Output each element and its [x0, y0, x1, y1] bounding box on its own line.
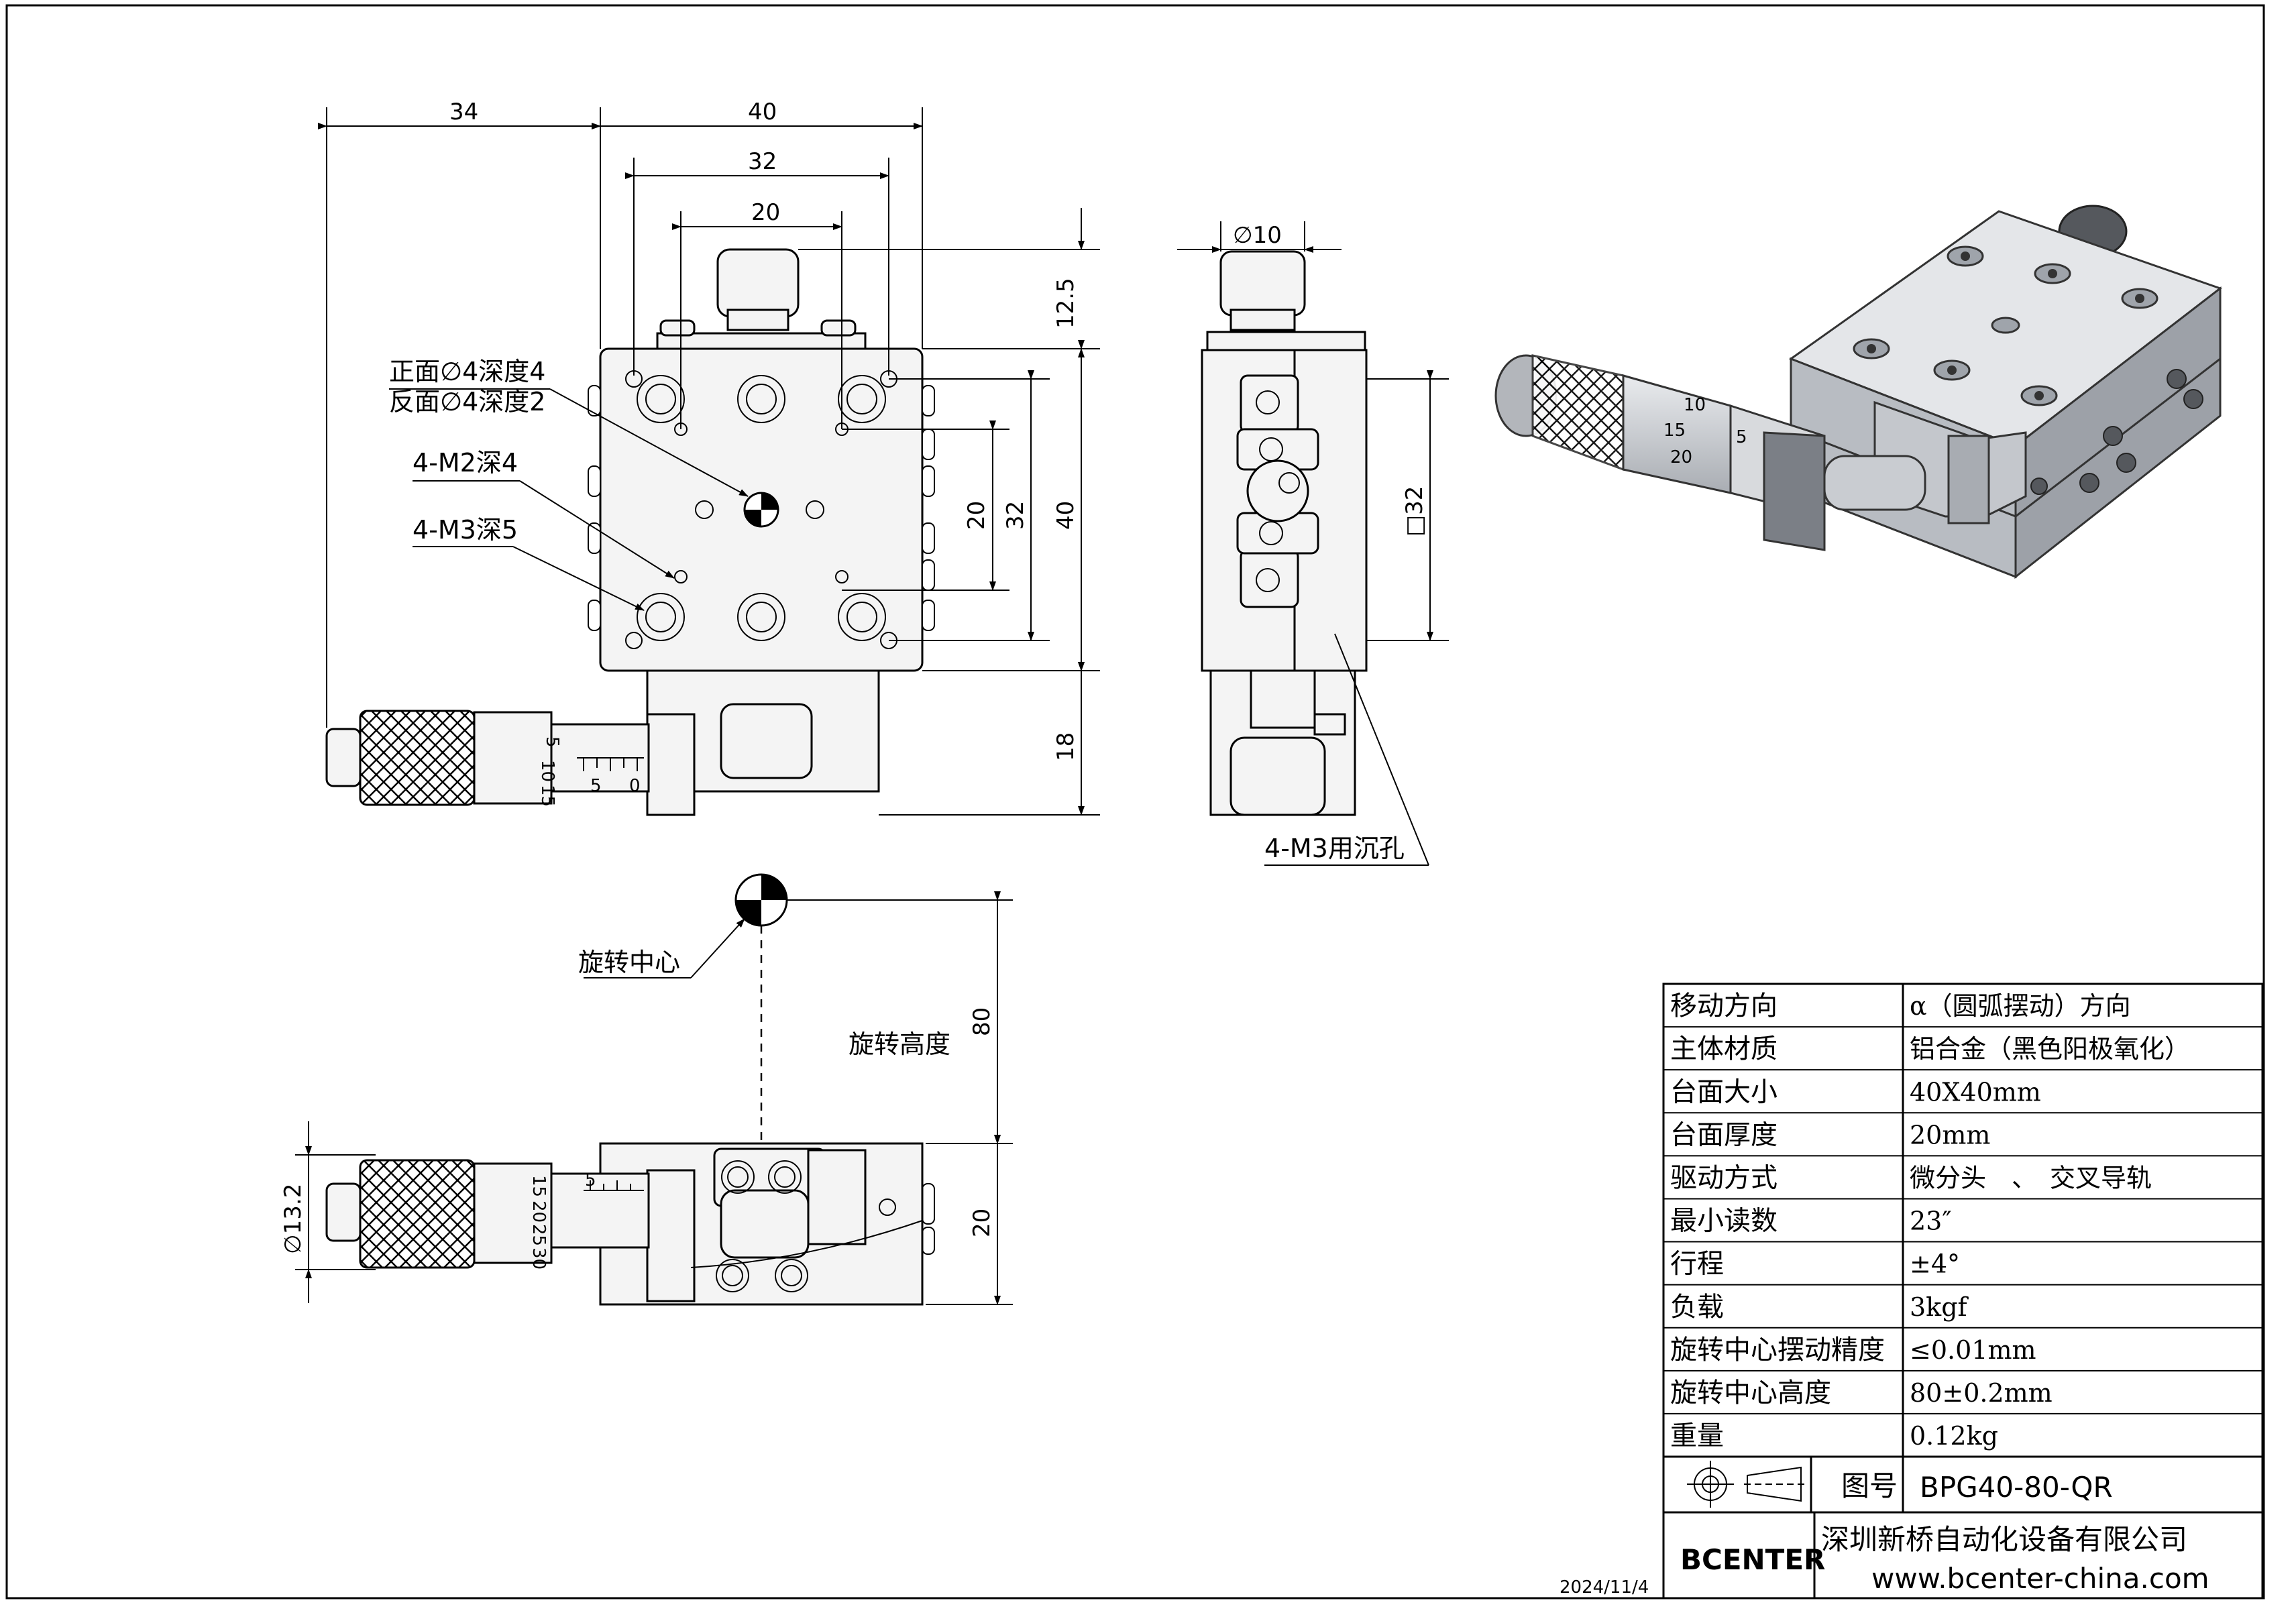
projection-symbol — [1687, 1461, 1804, 1508]
dim-18: 18 — [1052, 732, 1079, 761]
spec-value-7: 3kgf — [1910, 1292, 1969, 1322]
spec-label-10: 重量 — [1670, 1420, 1724, 1451]
front-micrometer-scale-2: 15 — [537, 785, 557, 807]
spec-label-6: 行程 — [1670, 1249, 1724, 1280]
bottom-micrometer-scale-0: 15 — [529, 1175, 549, 1197]
note-counterbore: 4-M3用沉孔 — [1264, 834, 1405, 863]
note-hole-front: 正面∅4深度4 — [389, 357, 545, 386]
micrometer-knurl — [359, 710, 476, 806]
dim-20-right: 20 — [963, 501, 990, 530]
note-m3: 4-M3深5 — [413, 515, 518, 545]
bottom-micrometer-scale-1: 20 — [529, 1200, 549, 1223]
spec-value-8: ≤0.01mm — [1910, 1335, 2036, 1365]
front-view: 5 10 15 5 0 34 40 32 20 — [318, 99, 1100, 816]
dim-dia13-2: ∅13.2 — [280, 1184, 307, 1254]
iso-micrometer-scale-3: 20 — [1670, 447, 1692, 467]
top-knob — [716, 248, 800, 318]
dim-80: 80 — [969, 1007, 995, 1036]
spec-label-2: 台面大小 — [1670, 1076, 1778, 1107]
company-website: www.bcenter-china.com — [1871, 1562, 2209, 1595]
dim-20-top: 20 — [751, 199, 780, 226]
iso-render: 10 5 15 20 — [1494, 205, 2223, 579]
bottom-micrometer-scale-2: 25 — [529, 1224, 549, 1246]
spec-value-1: 铝合金（黑色阳极氧化） — [1910, 1034, 2190, 1064]
dim-square32: □32 — [1401, 486, 1428, 537]
spec-label-4: 驱动方式 — [1670, 1163, 1778, 1194]
brand-name: BCENTER — [1680, 1543, 1825, 1576]
center-mark-front — [743, 492, 779, 528]
spec-label-7: 负载 — [1670, 1292, 1724, 1323]
spec-label-9: 旋转中心高度 — [1670, 1378, 1831, 1408]
note-hole-back: 反面∅4深度2 — [389, 387, 545, 416]
spec-label-0: 移动方向 — [1670, 991, 1778, 1021]
spec-value-0: α（圆弧摆动）方向 — [1910, 991, 2131, 1021]
spec-value-3: 20mm — [1910, 1120, 1990, 1150]
label-rotation-height: 旋转高度 — [849, 1029, 950, 1059]
micrometer-end-cap — [325, 728, 362, 787]
dim-20-bottom: 20 — [969, 1209, 995, 1237]
spec-value-9: 80±0.2mm — [1910, 1378, 2053, 1408]
spec-value-4: 微分头 、 交叉导轨 — [1910, 1164, 2152, 1193]
front-micrometer-scale-0: 5 — [542, 736, 562, 748]
spec-label-8: 旋转中心摆动精度 — [1670, 1335, 1885, 1365]
dim-32-right: 32 — [1002, 501, 1029, 530]
bottom-micrometer-scale-3: 30 — [529, 1247, 549, 1270]
front-micrometer-scale-1: 10 — [537, 760, 557, 782]
spec-value-2: 40X40mm — [1910, 1077, 2041, 1107]
spec-label-1: 主体材质 — [1670, 1033, 1778, 1064]
note-m2: 4-M2深4 — [413, 448, 518, 478]
iso-micrometer-scale-2: 15 — [1663, 421, 1686, 441]
dim-34: 34 — [449, 99, 478, 125]
spec-value-5: 23″ — [1910, 1207, 1952, 1236]
drawing-no-label: 图号 — [1841, 1469, 1898, 1502]
bottom-micrometer-knurl — [359, 1159, 476, 1269]
company-name: 深圳新桥自动化设备有限公司 — [1821, 1523, 2187, 1556]
dim-40-top: 40 — [748, 99, 777, 125]
bottom-view: 旋转中心 旋转高度 80 20 ∅13.2 15 20 25 — [280, 873, 1013, 1306]
spec-label-3: 台面厚度 — [1670, 1119, 1778, 1150]
dim-40-right: 40 — [1052, 501, 1079, 530]
iso-micrometer-scale-1: 5 — [1736, 427, 1747, 447]
spec-value-10: 0.12kg — [1910, 1421, 1998, 1451]
iso-micrometer-scale-0: 10 — [1684, 395, 1706, 415]
drawing-no: BPG40-80-QR — [1920, 1471, 2113, 1504]
label-rotation-center: 旋转中心 — [578, 948, 680, 977]
side-view: ∅10 □32 4-M3用沉孔 — [1177, 221, 1449, 866]
dim-32-top: 32 — [748, 148, 777, 175]
front-micrometer-scale-4: 0 — [629, 776, 641, 796]
sheet-border — [5, 4, 2265, 1600]
spec-value-6: ±4° — [1910, 1249, 1960, 1279]
bottom-micrometer-scale-4: 5 — [585, 1170, 596, 1190]
dim-12-5: 12.5 — [1052, 278, 1079, 329]
drawing-date: 2024/11/4 — [1560, 1577, 1649, 1598]
center-mark-rotation — [734, 873, 788, 927]
micrometer-thimble — [473, 711, 553, 805]
dim-dia10: ∅10 — [1233, 222, 1282, 249]
title-block: 图号 BPG40-80-QR BCENTER 深圳新桥自动化设备有限公司 www… — [1560, 1455, 2264, 1600]
front-micrometer-scale-3: 5 — [590, 776, 602, 796]
spec-label-5: 最小读数 — [1670, 1206, 1778, 1237]
